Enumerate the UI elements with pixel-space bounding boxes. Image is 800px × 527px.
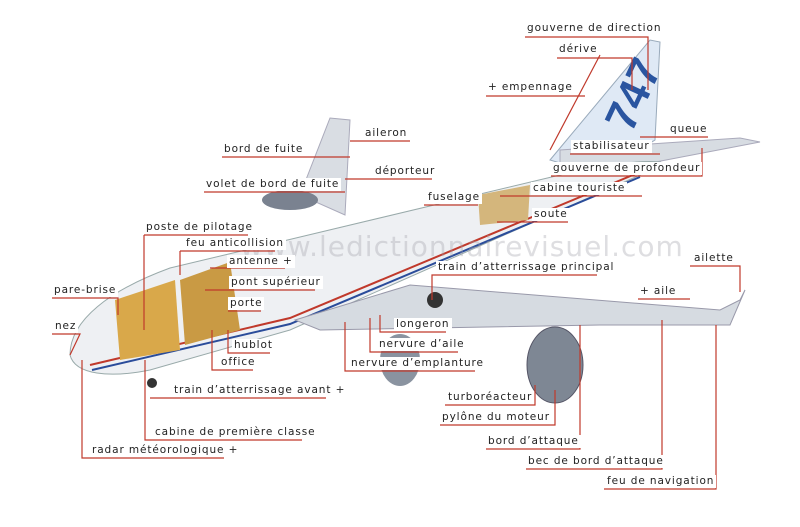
first-class-cutaway [115, 280, 180, 360]
label-train-avant[interactable]: train d’atterrissage avant + [172, 384, 348, 397]
label-nez: nez [53, 320, 79, 333]
label-gouverne-direction: gouverne de direction [525, 22, 664, 35]
label-queue: queue [668, 123, 710, 136]
label-bord-attaque: bord d’attaque [486, 435, 581, 448]
label-radar[interactable]: radar météorologique + [90, 444, 241, 457]
label-pylone: pylône du moteur [440, 411, 552, 424]
label-poste-pilotage: poste de pilotage [144, 221, 255, 234]
upper-deck-cutaway [180, 262, 240, 345]
label-empennage[interactable]: + empennage [486, 81, 575, 94]
label-office: office [219, 356, 258, 369]
label-gouverne-profondeur: gouverne de profondeur [551, 162, 703, 175]
label-hublot: hublot [232, 339, 275, 352]
blue-stripe [91, 176, 641, 371]
label-aile[interactable]: + aile [638, 285, 679, 298]
watermark: www.ledictionnairevisuel.com [240, 230, 684, 263]
label-nervure-emplanture: nervure d’emplanture [349, 357, 486, 370]
label-fuselage: fuselage [426, 191, 482, 204]
label-bord-de-fuite: bord de fuite [222, 143, 306, 156]
label-aileron: aileron [363, 127, 410, 140]
label-volet: volet de bord de fuite [204, 178, 342, 191]
nose-gear [147, 378, 157, 388]
label-stabilisateur: stabilisateur [571, 140, 652, 153]
label-train-principal: train d’atterrissage principal [436, 261, 617, 274]
label-derive: dérive [557, 43, 600, 56]
label-antenne[interactable]: antenne + [227, 255, 295, 268]
main-gear [427, 292, 443, 308]
label-cabine-premiere: cabine de première classe [153, 426, 318, 439]
label-bec: bec de bord d’attaque [526, 455, 666, 468]
label-soute: soute [532, 208, 570, 221]
label-porte: porte [228, 297, 265, 310]
label-pare-brise: pare-brise [52, 284, 119, 297]
label-feu-anticollision: feu anticollision [184, 237, 286, 250]
label-pont-superieur: pont supérieur [229, 276, 323, 289]
label-nervure-aile: nervure d’aile [377, 338, 467, 351]
label-longeron: longeron [394, 318, 452, 331]
label-cabine-touriste: cabine touriste [531, 182, 628, 195]
label-turboreacteur: turboréacteur [446, 391, 535, 404]
label-deporteur: déporteur [373, 165, 438, 178]
far-engine [262, 190, 318, 210]
economy-cutaway [478, 185, 530, 225]
label-feu-navigation: feu de navigation [605, 475, 717, 488]
label-ailette: ailette [692, 252, 736, 265]
